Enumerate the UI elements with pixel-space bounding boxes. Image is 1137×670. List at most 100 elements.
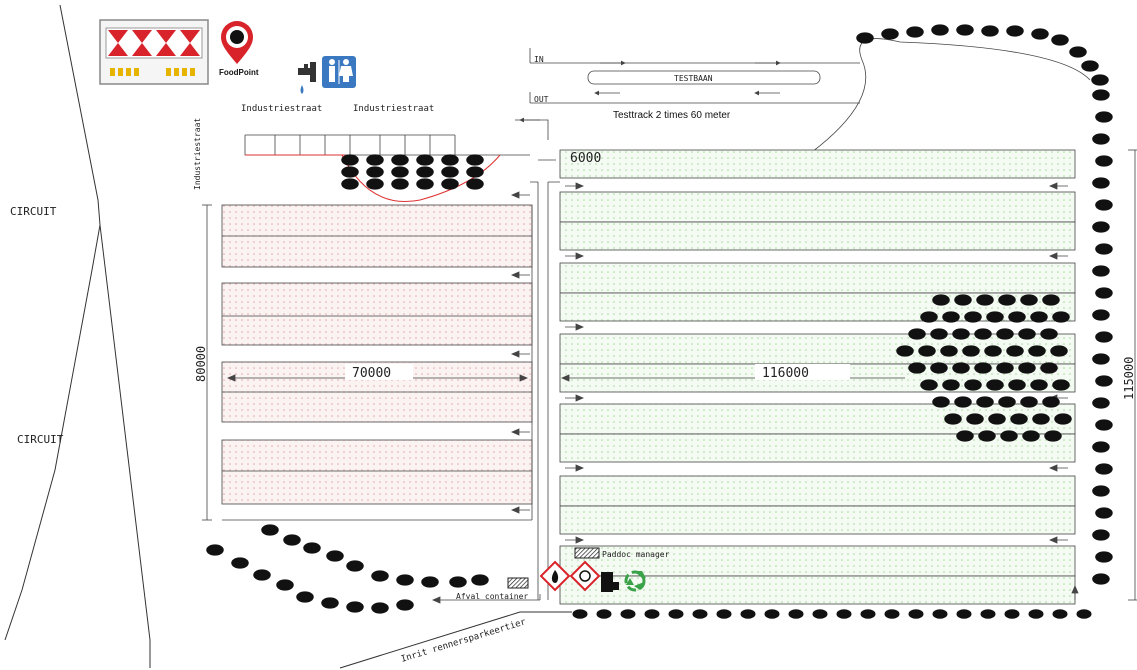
paddock-manager-block <box>574 547 600 559</box>
tree <box>932 396 950 408</box>
tree <box>1018 362 1036 374</box>
dimension-115000-line <box>1128 149 1137 601</box>
tree <box>881 28 899 40</box>
tree <box>1004 609 1020 619</box>
tree <box>1052 379 1070 391</box>
tree <box>692 609 708 619</box>
tree <box>1022 430 1040 442</box>
tree <box>1092 485 1110 497</box>
tree <box>856 32 874 44</box>
tree <box>966 413 984 425</box>
center-lane <box>530 159 560 600</box>
foodpoint-icon <box>221 21 253 64</box>
tree <box>1095 287 1113 299</box>
tree <box>908 609 924 619</box>
tree <box>1095 507 1113 519</box>
tree <box>884 609 900 619</box>
out-label: OUT <box>534 95 549 104</box>
tree <box>466 154 484 166</box>
tree <box>942 311 960 323</box>
fuel-tank-icon <box>601 572 619 592</box>
tree <box>1095 375 1113 387</box>
tree <box>1028 345 1046 357</box>
right-paddock <box>559 149 1076 605</box>
tree <box>1081 60 1099 72</box>
tree <box>1095 111 1113 123</box>
tree <box>836 609 852 619</box>
tree <box>396 574 414 586</box>
tree <box>1095 243 1113 255</box>
tree <box>1051 34 1069 46</box>
tree <box>1092 177 1110 189</box>
tree <box>1020 294 1038 306</box>
tree <box>1092 441 1110 453</box>
tree <box>1095 463 1113 475</box>
tree <box>1028 609 1044 619</box>
tree <box>1091 74 1109 86</box>
dimension-116000: 116000 <box>762 366 809 381</box>
toilet-icon <box>322 56 356 88</box>
tree <box>978 430 996 442</box>
tree <box>296 591 314 603</box>
tree <box>764 609 780 619</box>
tree <box>1092 353 1110 365</box>
tree <box>1095 155 1113 167</box>
tree <box>860 609 876 619</box>
tree <box>421 576 439 588</box>
tree <box>1042 396 1060 408</box>
circuit-inner-line <box>99 224 151 668</box>
tree <box>644 609 660 619</box>
tree <box>996 362 1014 374</box>
tree <box>920 311 938 323</box>
tree <box>1052 609 1068 619</box>
tree <box>1095 331 1113 343</box>
tree <box>988 413 1006 425</box>
tree <box>341 154 359 166</box>
in-label: IN <box>534 55 544 64</box>
tree <box>1092 133 1110 145</box>
afval-container-label: Afval container <box>456 592 528 601</box>
tree <box>1031 28 1049 40</box>
left-paddock <box>202 204 533 521</box>
road-line <box>339 611 572 669</box>
dimension-6000: 6000 <box>570 151 601 166</box>
tree <box>391 178 409 190</box>
inrit-label: Inrit rennersparkeertier <box>400 617 528 665</box>
tree <box>303 542 321 554</box>
exit-arrow <box>431 594 541 604</box>
tree <box>572 609 588 619</box>
tree <box>788 609 804 619</box>
street-label-vertical: Industriestraat <box>193 118 202 190</box>
tree <box>976 396 994 408</box>
tree <box>974 328 992 340</box>
tree <box>276 579 294 591</box>
tree <box>391 154 409 166</box>
biohazard-icon <box>569 560 601 592</box>
tree <box>396 599 414 611</box>
tree <box>931 24 949 36</box>
tree <box>261 524 279 536</box>
tree <box>984 345 1002 357</box>
tree <box>716 609 732 619</box>
tree <box>449 576 467 588</box>
tree <box>441 154 459 166</box>
tree <box>231 557 249 569</box>
tree <box>1092 221 1110 233</box>
tree <box>964 311 982 323</box>
tree <box>962 345 980 357</box>
tree <box>1000 430 1018 442</box>
tree <box>1052 311 1070 323</box>
circuit-label-bottom: CIRCUIT <box>17 433 64 446</box>
tree <box>944 413 962 425</box>
street-label-1: Industriestraat <box>241 104 322 114</box>
tree <box>1006 25 1024 37</box>
tree <box>964 379 982 391</box>
tree <box>1040 362 1058 374</box>
tree <box>956 24 974 36</box>
tree <box>1044 430 1062 442</box>
tree <box>940 345 958 357</box>
lane-arrows <box>510 182 1079 600</box>
tree <box>1030 311 1048 323</box>
tree <box>908 362 926 374</box>
tree <box>620 609 636 619</box>
